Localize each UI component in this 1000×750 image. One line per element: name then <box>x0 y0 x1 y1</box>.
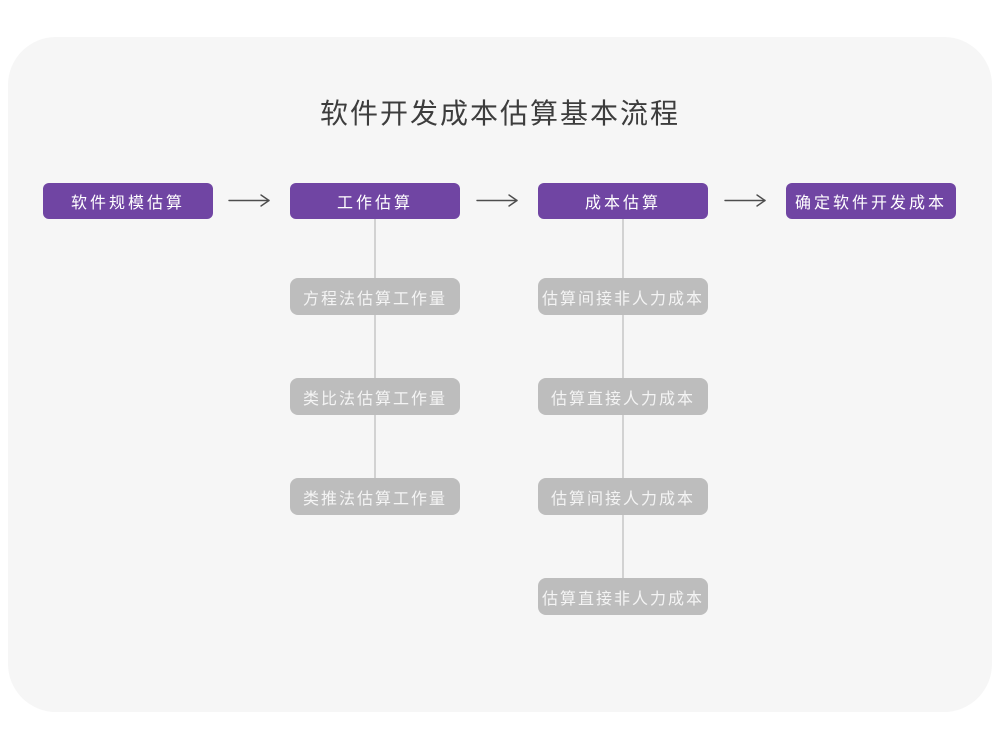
connector-work-estimation-line <box>374 219 376 496</box>
flow-step-cost-estimation: 成本估算 <box>538 183 708 219</box>
method-extrapolation-workload: 类推法估算工作量 <box>290 478 460 515</box>
cost-direct-non-labor: 估算直接非人力成本 <box>538 578 708 615</box>
diagram-card: 软件开发成本估算基本流程 软件规模估算 工作估算 成本估算 确定软件开发成本 <box>8 37 992 712</box>
flow-step-software-size-estimation: 软件规模估算 <box>43 183 213 219</box>
arrow-right-icon <box>228 193 272 208</box>
flow-step-final-development-cost: 确定软件开发成本 <box>786 183 956 219</box>
diagram-title: 软件开发成本估算基本流程 <box>319 98 680 129</box>
arrow-right-icon <box>476 193 520 208</box>
cost-indirect-labor: 估算间接人力成本 <box>538 478 708 515</box>
flow-step-work-estimation: 工作估算 <box>290 183 460 219</box>
cost-indirect-non-labor: 估算间接非人力成本 <box>538 278 708 315</box>
arrow-right-icon <box>724 193 768 208</box>
method-equation-workload: 方程法估算工作量 <box>290 278 460 315</box>
cost-direct-labor: 估算直接人力成本 <box>538 378 708 415</box>
method-analogy-workload: 类比法估算工作量 <box>290 378 460 415</box>
